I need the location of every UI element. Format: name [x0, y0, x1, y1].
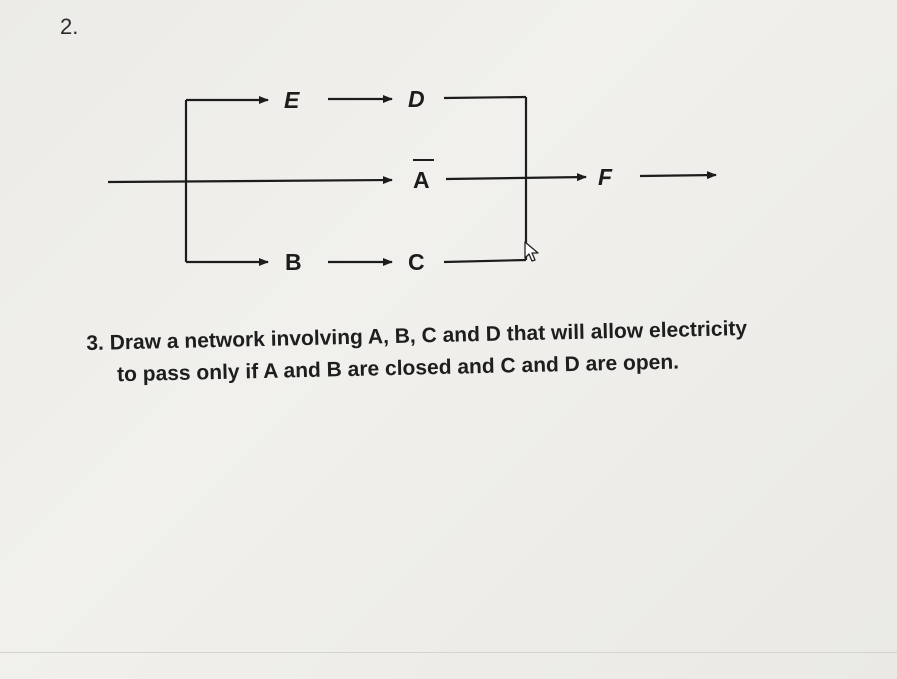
- bottom-branch-wire-3: [443, 258, 527, 264]
- question-2-number: 2.: [60, 14, 79, 39]
- switch-label-top-right: D: [408, 86, 425, 112]
- middle-branch-wire: [445, 173, 587, 182]
- mouse-pointer-icon: [524, 241, 539, 262]
- top-branch-wire-3: [443, 95, 527, 100]
- switch-label-bottom-right: C: [408, 249, 425, 275]
- input-wire: [107, 176, 393, 185]
- output-wire: [639, 171, 717, 180]
- switch-label-top-left: E: [284, 87, 300, 113]
- page-bottom-divider: [0, 652, 897, 653]
- switch-label-middle: A: [413, 167, 430, 193]
- switch-label-bottom-left: B: [285, 249, 302, 275]
- switch-label-right: F: [598, 164, 613, 190]
